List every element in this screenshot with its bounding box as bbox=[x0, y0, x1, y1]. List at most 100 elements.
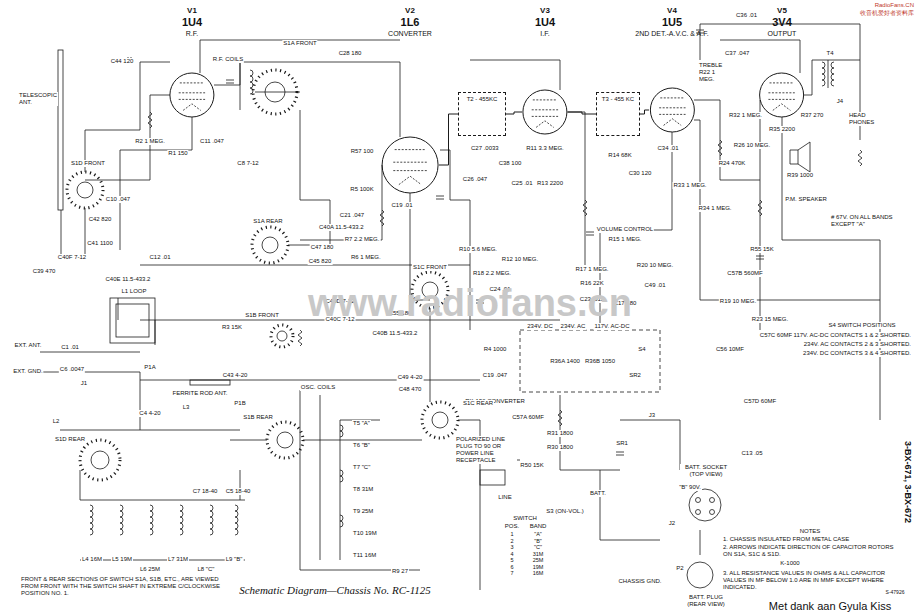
component-label: C12 .01 bbox=[148, 254, 171, 261]
component-label: C43 4-20 bbox=[222, 372, 249, 379]
component-label: 19M bbox=[532, 564, 545, 570]
component-label: J3 bbox=[648, 412, 656, 419]
component-label: C25 .01 bbox=[510, 180, 533, 187]
tube-outline bbox=[382, 137, 438, 193]
component-label: 4 bbox=[509, 551, 514, 557]
component-label: 6 bbox=[509, 564, 514, 570]
tube-outline bbox=[650, 88, 694, 132]
component-label: R30 1800 bbox=[546, 444, 574, 451]
component-label: LINE bbox=[497, 494, 512, 501]
component-label: S1B FRONT bbox=[244, 312, 280, 319]
resistor-symbol bbox=[148, 112, 862, 426]
rotary-switch bbox=[67, 70, 458, 480]
component-label: C28 180 bbox=[338, 50, 363, 57]
tube-type: 1L6 bbox=[388, 16, 432, 30]
tube-envelope bbox=[381, 136, 439, 194]
signal-wire bbox=[568, 112, 596, 114]
component-label: R5 100K bbox=[349, 186, 374, 193]
tube-envelope bbox=[759, 72, 805, 118]
watermark: www.radiofans.cn bbox=[307, 282, 633, 326]
caption: Schematic Diagram—Chassis No. RC-1125 bbox=[237, 584, 433, 596]
if-transformer-box: T2 - 455KC bbox=[458, 92, 506, 136]
component-label: P1A bbox=[143, 364, 156, 371]
component-label: L5 19M bbox=[111, 556, 133, 563]
component-label: BATT. bbox=[589, 490, 607, 497]
component-label: S1D FRONT bbox=[70, 160, 106, 167]
component-label: R50 15K bbox=[519, 462, 544, 469]
node-label: V1 bbox=[182, 6, 202, 16]
component-label: T10 19M bbox=[352, 530, 378, 537]
component-label: R6 1 MEG. bbox=[350, 254, 382, 261]
component-label: 2 bbox=[509, 538, 514, 544]
component-label: C57B 560MF bbox=[726, 270, 763, 277]
node-label: CONVERTER bbox=[388, 30, 432, 39]
component-label: R15 1 MEG. bbox=[607, 236, 642, 243]
component-label: R11 3.3 MEG. bbox=[525, 145, 565, 152]
tube-type: 3V4 bbox=[768, 16, 797, 30]
note-text: HEAD PHONES bbox=[848, 112, 880, 126]
component-label: S1D REAR bbox=[54, 436, 86, 443]
switch-contacts bbox=[67, 172, 103, 208]
node-label: T3 - 455 KC bbox=[600, 96, 636, 104]
component-label: C13 .05 bbox=[740, 450, 763, 457]
tube-electrodes bbox=[179, 83, 205, 111]
component-label: R20 10 MEG. bbox=[636, 262, 674, 269]
node-label: V4 bbox=[635, 6, 708, 16]
signal-wire bbox=[506, 112, 522, 114]
component-label: C57C 60MF bbox=[759, 332, 793, 339]
component-label: R23 15 MEG. bbox=[751, 316, 789, 323]
component-label: 1 bbox=[509, 531, 514, 537]
socket-pin bbox=[696, 510, 701, 515]
node-label: R.F. bbox=[182, 30, 202, 39]
component-label: R9 27 bbox=[391, 568, 409, 575]
component-label: 117V. AC-DC CONTACTS 1 & 2 SHORTED. bbox=[793, 332, 912, 339]
tube-envelope bbox=[169, 72, 215, 118]
note-text: BATT. SOCKET (TOP VIEW) bbox=[680, 464, 732, 478]
component-label: R10 5.6 MEG. bbox=[458, 246, 498, 253]
component-label: C38 100 bbox=[498, 160, 523, 167]
component-label: 25M bbox=[532, 557, 545, 563]
component-label: C34 .01 bbox=[656, 145, 679, 152]
tube-symbol: V41U52ND DET.-A.V.C. & A.F. bbox=[635, 6, 708, 39]
switch-contacts bbox=[271, 325, 293, 347]
component-label: C10 .047 bbox=[105, 196, 131, 203]
component-label: 3 bbox=[509, 544, 514, 550]
component-label: L6 25M bbox=[139, 566, 161, 573]
component-label: 31M bbox=[532, 551, 545, 557]
tube-type: 1U4 bbox=[535, 16, 555, 30]
component-label: "B" 90V. bbox=[678, 484, 702, 491]
component-label: C57A 60MF bbox=[511, 414, 545, 421]
switch-rotor bbox=[432, 412, 448, 428]
component-label: C19 .047 bbox=[482, 372, 508, 379]
component-label: R7 2.2 MEG. bbox=[344, 236, 381, 243]
if-transformer-box: T3 - 455 KC bbox=[596, 92, 640, 136]
component-label: C36 .01 bbox=[735, 12, 758, 19]
component-label: R36B 1050 bbox=[584, 358, 616, 365]
tube-type: 1U5 bbox=[635, 16, 708, 30]
signal-wire bbox=[439, 114, 458, 165]
component-label: T5 "A" bbox=[352, 420, 371, 427]
component-label: R12 10 MEG. bbox=[501, 256, 539, 263]
component-label: R2 1 MEG. bbox=[134, 138, 166, 145]
component-label: NOTES bbox=[799, 528, 822, 535]
node-label: I.F. bbox=[535, 30, 555, 39]
note-text: FRONT & REAR SECTIONS OF SWITCH S1A, S1B… bbox=[20, 576, 227, 597]
tube-electrodes bbox=[393, 150, 427, 185]
component-label: R32 1 MEG. bbox=[728, 112, 763, 119]
note-text: 3. ALL RESISTANCE VALUES IN OHMS & ALL C… bbox=[722, 570, 904, 591]
component-label: C30 120 bbox=[628, 170, 653, 177]
signal-wire bbox=[640, 110, 649, 114]
component-label: C48 470 bbox=[398, 386, 423, 393]
component-label: R34 1 MEG. bbox=[697, 205, 732, 212]
component-label: C1 .01 bbox=[60, 344, 80, 351]
component-label: J1 bbox=[80, 380, 88, 387]
switch-rotor bbox=[262, 237, 278, 253]
socket-pin bbox=[710, 498, 715, 503]
component-label: P.M. SPEAKER bbox=[784, 196, 828, 203]
component-label: POS. bbox=[504, 523, 520, 530]
component-label: CHASSIS GND. bbox=[617, 578, 662, 585]
node-label: 2ND DET.-A.V.C. & A.F. bbox=[635, 30, 708, 39]
component-label: FERRITE ROD ANT. bbox=[171, 390, 228, 397]
component-label: C4 4-20 bbox=[138, 410, 161, 417]
component-label: S1A REAR bbox=[252, 218, 283, 225]
